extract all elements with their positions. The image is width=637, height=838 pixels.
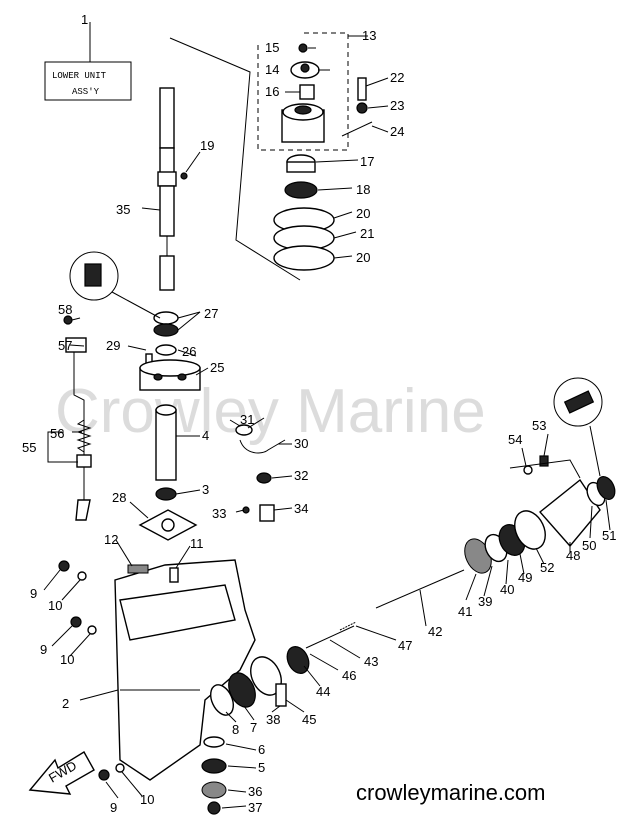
assy-box-line1: LOWER UNIT — [52, 71, 107, 81]
callout-15: 15 — [265, 40, 279, 55]
detail-callout-oil — [553, 377, 603, 477]
callout-45: 45 — [302, 712, 316, 727]
callout-53: 53 — [532, 418, 546, 433]
callout-28: 28 — [112, 490, 126, 505]
pin-19 — [180, 172, 188, 180]
seal-housing — [139, 311, 201, 391]
footer-site-label: crowleymarine.com — [356, 780, 546, 805]
water-tube — [138, 404, 198, 541]
bolts-washers — [58, 560, 179, 781]
drive-shaft-guide-line — [169, 37, 301, 281]
callout-41: 41 — [458, 604, 472, 619]
callout-49: 49 — [518, 570, 532, 585]
detail-callout-r — [69, 251, 161, 319]
callout-32: 32 — [294, 468, 308, 483]
callout-22: 22 — [390, 70, 404, 85]
callout-9b: 9 — [40, 642, 47, 657]
callout-30: 30 — [294, 436, 308, 451]
callout-10b: 10 — [60, 652, 74, 667]
callout-24: 24 — [390, 124, 404, 139]
callout-55: 55 — [22, 440, 36, 455]
propeller-shaft-assembly — [375, 455, 616, 609]
callout-23: 23 — [390, 98, 404, 113]
callout-17: 17 — [360, 154, 374, 169]
callout-18: 18 — [356, 182, 370, 197]
callout-21: 21 — [360, 226, 374, 241]
callout-57: 57 — [58, 338, 72, 353]
callout-40: 40 — [500, 582, 514, 597]
callout-12: 12 — [104, 532, 118, 547]
callout-numbers: 1 13 15 14 16 22 23 24 17 18 20 21 20 19… — [22, 12, 616, 815]
water-pipe-assembly — [235, 424, 286, 522]
callout-47: 47 — [398, 638, 412, 653]
fwd-arrow: FWD — [28, 751, 95, 795]
assy-box-line2: ASS'Y — [72, 87, 100, 97]
callout-44: 44 — [316, 684, 330, 699]
callout-20b: 20 — [356, 250, 370, 265]
callout-46: 46 — [342, 668, 356, 683]
callout-39: 39 — [478, 594, 492, 609]
callout-1: 1 — [81, 12, 88, 27]
callout-43: 43 — [364, 654, 378, 669]
callout-56: 56 — [50, 426, 64, 441]
callout-34: 34 — [294, 501, 308, 516]
callout-37: 37 — [248, 800, 262, 815]
callout-6: 6 — [258, 742, 265, 757]
leader-lines — [43, 35, 611, 809]
callout-29: 29 — [106, 338, 120, 353]
watermark: Crowley Marine — [55, 377, 486, 446]
callout-26: 26 — [182, 344, 196, 359]
callout-58: 58 — [58, 302, 72, 317]
callout-3: 3 — [202, 482, 209, 497]
lower-case — [114, 559, 256, 781]
callout-9c: 9 — [110, 800, 117, 815]
callout-51: 51 — [602, 528, 616, 543]
drive-shaft — [157, 87, 177, 291]
callout-48: 48 — [566, 548, 580, 563]
callout-42: 42 — [428, 624, 442, 639]
callout-4: 4 — [202, 428, 209, 443]
callout-5: 5 — [258, 760, 265, 775]
callout-50: 50 — [582, 538, 596, 553]
callout-20a: 20 — [356, 206, 370, 221]
callout-13: 13 — [362, 28, 376, 43]
callout-9a: 9 — [30, 586, 37, 601]
callout-14: 14 — [265, 62, 279, 77]
callout-8: 8 — [232, 722, 239, 737]
callout-16: 16 — [265, 84, 279, 99]
callout-38: 38 — [266, 712, 280, 727]
pump-group-box — [257, 32, 349, 151]
pinion-gear-stack — [201, 621, 357, 815]
callout-33: 33 — [212, 506, 226, 521]
callout-36: 36 — [248, 784, 262, 799]
callout-10c: 10 — [140, 792, 154, 807]
assy-label-box: LOWER UNIT ASS'Y — [44, 22, 132, 101]
callout-19: 19 — [200, 138, 214, 153]
callout-7: 7 — [250, 720, 257, 735]
shift-rod — [63, 315, 92, 521]
callout-27: 27 — [204, 306, 218, 321]
callout-25: 25 — [210, 360, 224, 375]
callout-2: 2 — [62, 696, 69, 711]
callout-10a: 10 — [48, 598, 62, 613]
callout-11: 11 — [190, 536, 204, 551]
callout-52: 52 — [540, 560, 554, 575]
callout-54: 54 — [508, 432, 522, 447]
pump-assembly — [273, 43, 373, 271]
callout-35: 35 — [116, 202, 130, 217]
callout-31: 31 — [240, 412, 254, 427]
